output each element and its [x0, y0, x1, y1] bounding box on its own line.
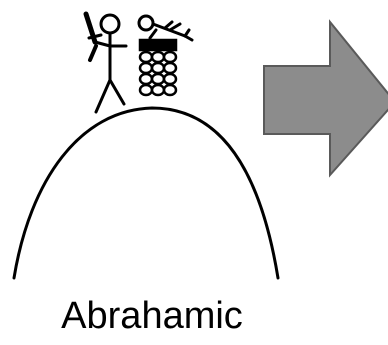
stone-altar-icon — [140, 40, 176, 95]
stick-figure-with-sword-icon — [86, 14, 126, 112]
caption-label: Abrahamic — [22, 294, 282, 338]
mountain-outline-icon — [14, 108, 278, 278]
right-arrow-icon — [264, 22, 388, 175]
bound-figure-icon — [139, 16, 192, 40]
